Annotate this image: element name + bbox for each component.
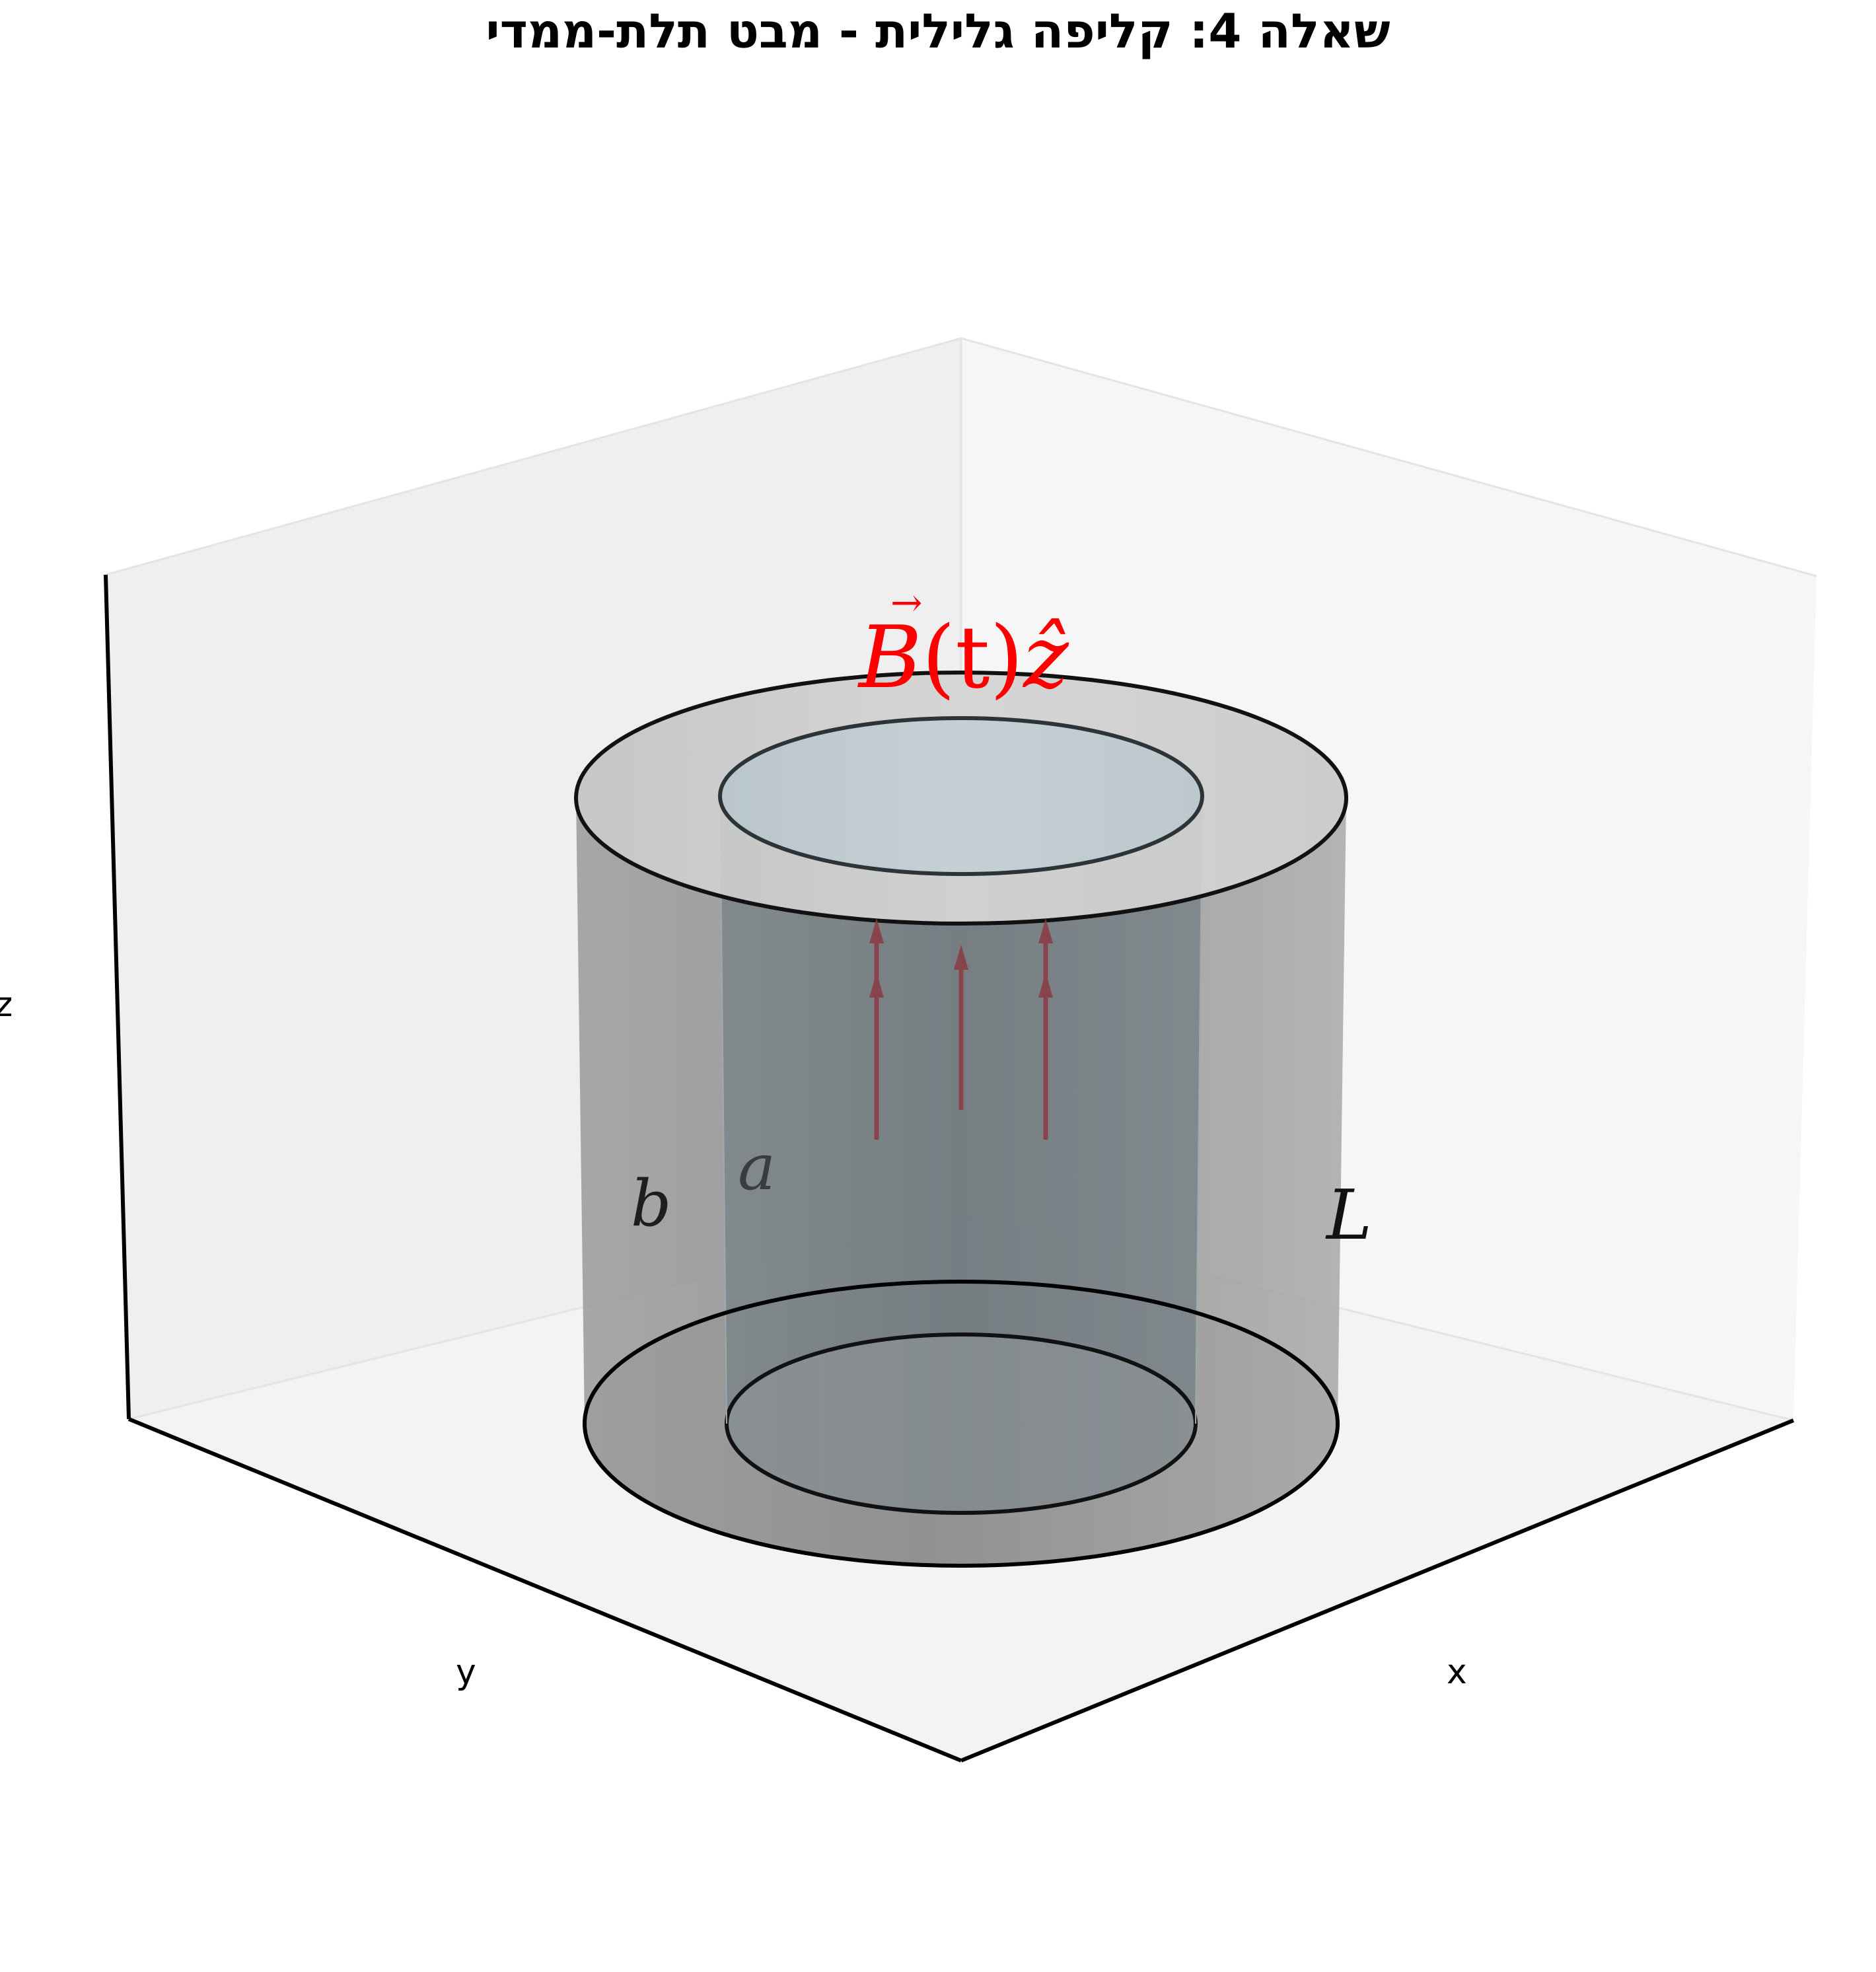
inner-cylinder	[719, 795, 1203, 1515]
field-arrow-head	[869, 918, 884, 943]
field-time: (t)	[922, 607, 1024, 708]
magnetic-field-arrows	[869, 918, 1053, 1140]
inner-radius-label: a	[738, 1130, 776, 1204]
outer-radius-label: b	[631, 1167, 671, 1241]
y-axis-label: y	[456, 1652, 476, 1692]
inner-cylinder-side	[720, 796, 1202, 1513]
outer-top-rim	[574, 671, 1348, 926]
x-axis-label: x	[1447, 1652, 1467, 1692]
inner-cylinder-bottom	[725, 1333, 1198, 1515]
field-label: → B(t)ẑ	[857, 580, 1069, 708]
page-title: שאלה 4: קליפה גלילית - מבט תלת-ממדי	[486, 3, 1390, 59]
z-axis-label: z	[0, 985, 13, 1025]
pane-edge	[960, 337, 1817, 577]
axis-lines	[104, 574, 1795, 1763]
field-arrow-head	[869, 972, 884, 998]
length-label: L	[1325, 1175, 1372, 1255]
y-axis-line	[127, 1417, 962, 1763]
pane-edge	[105, 337, 962, 576]
inner-top-face	[718, 716, 1204, 876]
axes-panes	[105, 337, 1817, 1761]
cylinder-top	[574, 671, 1348, 926]
inner-cylinder-edge-left	[719, 795, 727, 1424]
field-arrow-head	[1038, 918, 1053, 943]
z-axis-line	[104, 574, 131, 1420]
field-arrow-head	[1038, 972, 1053, 998]
field-arrow-head	[954, 945, 968, 970]
outer-top-ring	[576, 673, 1346, 924]
field-direction: ẑ	[1022, 607, 1069, 708]
field-symbol-label: B(t)ẑ	[857, 607, 1069, 708]
inner-cylinder-edge-right	[1195, 795, 1203, 1424]
field-vector-arrow: →	[890, 580, 923, 625]
field-symbol: B	[857, 607, 922, 708]
x-axis-line	[960, 1418, 1795, 1763]
outer-cylinder-bottom-rim	[583, 1280, 1340, 1568]
